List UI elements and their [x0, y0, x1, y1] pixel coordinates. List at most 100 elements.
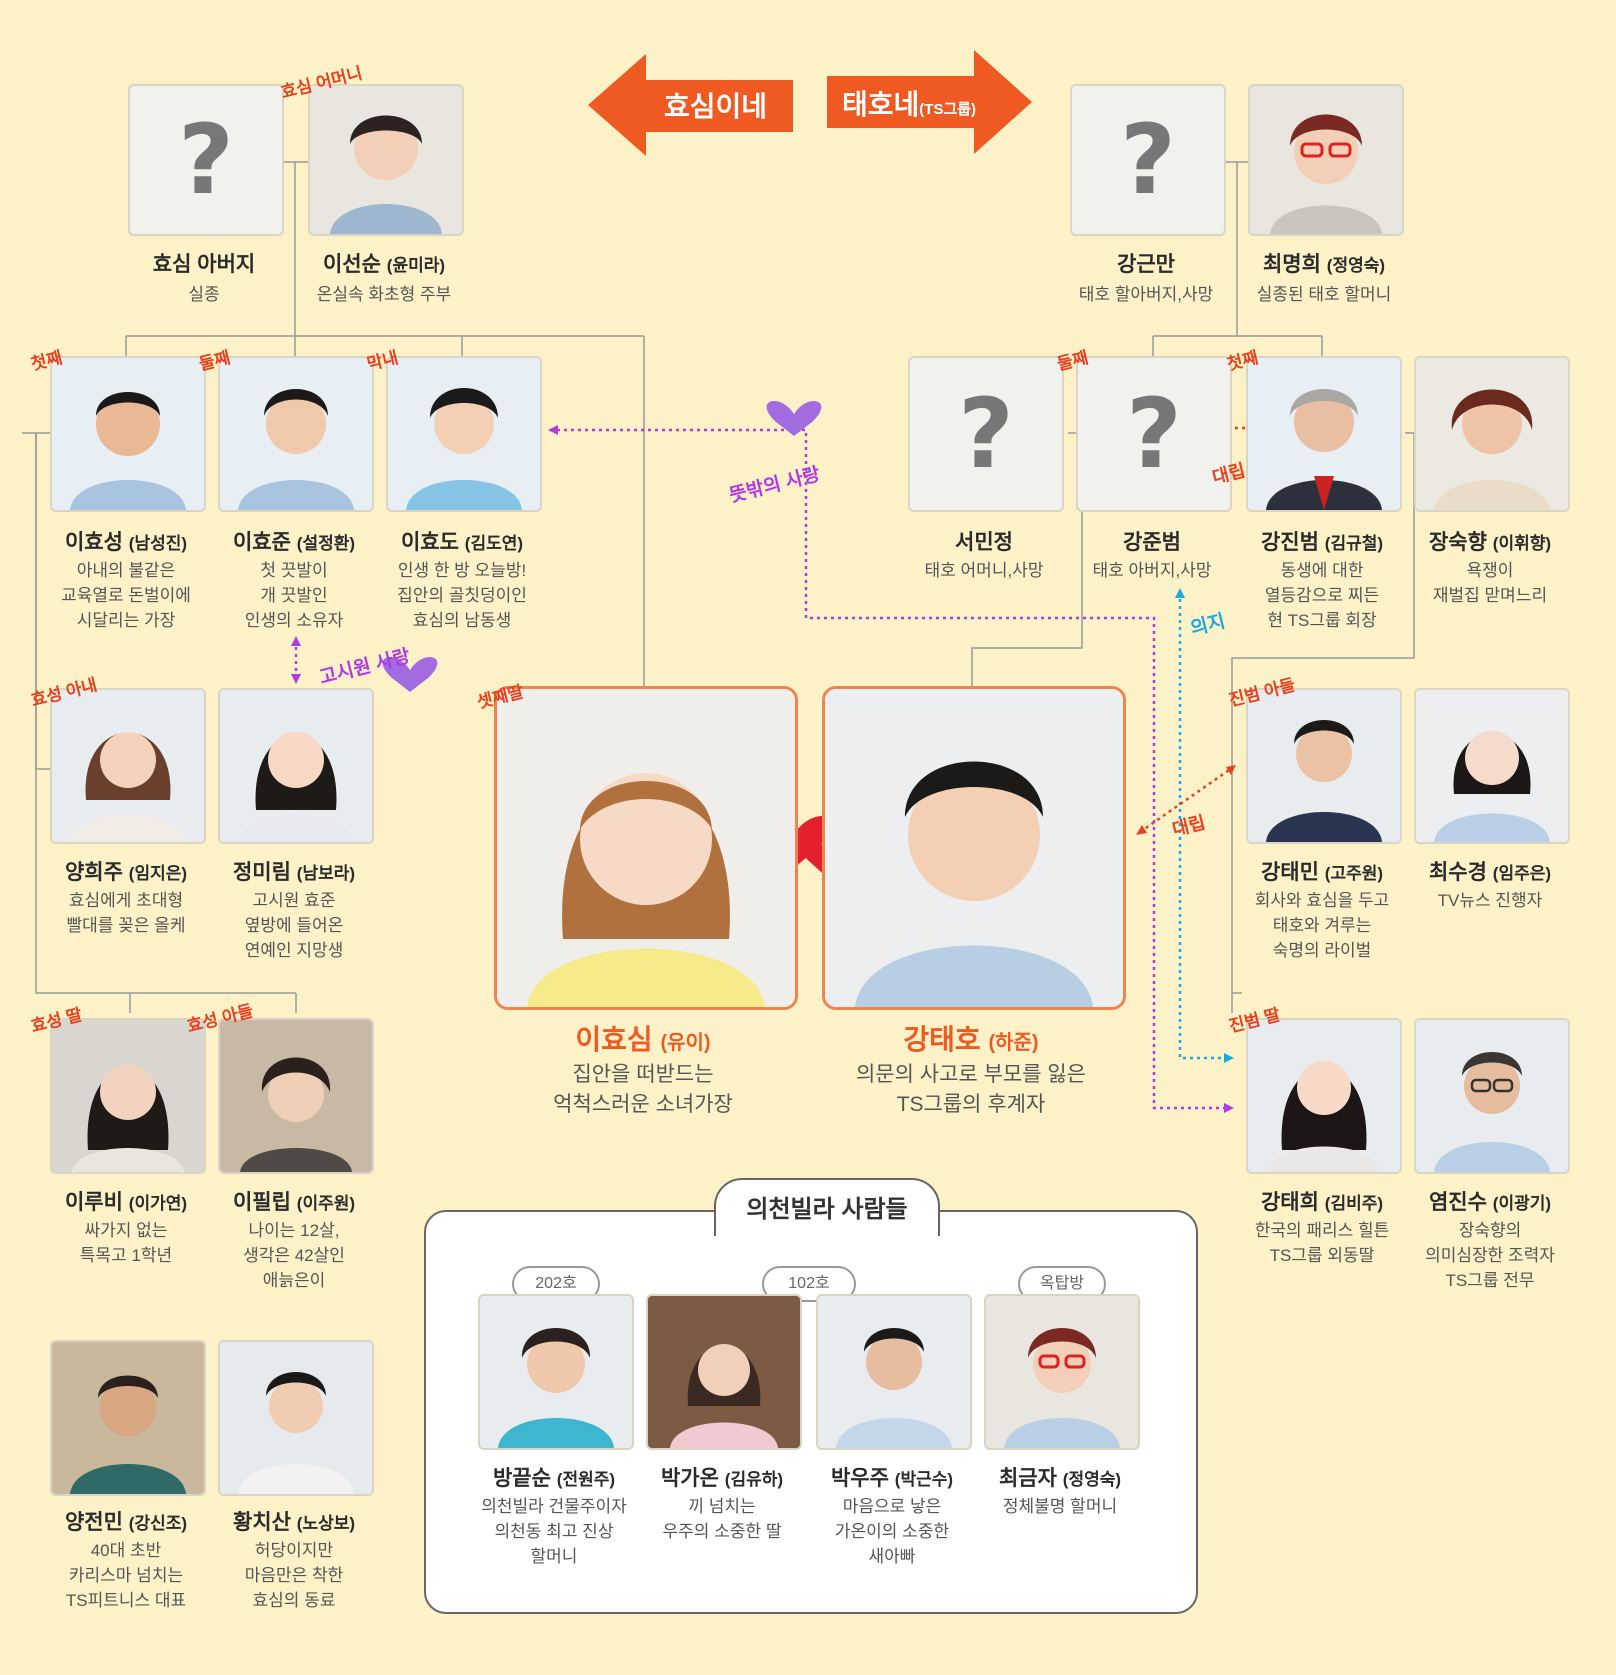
person-portrait-icon: [310, 86, 462, 234]
park-uju-photo: [816, 1294, 972, 1450]
heart-icon: [382, 656, 438, 692]
person-portrait-icon: [1248, 358, 1400, 510]
kang-taeho-photo: [822, 686, 1126, 1010]
lee-hyosim-photo: [494, 686, 798, 1010]
villa-title: 의천빌라 사람들: [714, 1178, 940, 1236]
park-uju-name: 박우주 (박근수): [830, 1467, 954, 1490]
left-family-label: 효심이네: [664, 91, 768, 122]
kang-junbeom-desc: 태호 아버지,사망: [1092, 561, 1212, 580]
person-portrait-icon: [1248, 690, 1400, 842]
hwang-chisan-photo: [218, 1340, 374, 1496]
person-portrait-icon: [818, 1296, 970, 1448]
person-portrait-icon: [52, 358, 204, 510]
person-portrait-icon: [480, 1296, 632, 1448]
yeom-jinsu-name: 염진수 (이광기): [1428, 1191, 1552, 1214]
person-portrait-icon: [825, 689, 1123, 1007]
lee-seonsun-photo: [308, 84, 464, 236]
kang-geunman-desc: 태호 할아버지,사망: [1078, 285, 1214, 304]
yang-heeju-photo: [50, 688, 206, 844]
person-portrait-icon: [220, 358, 372, 510]
choi-sugyeong-photo: [1414, 688, 1570, 844]
person-portrait-icon: [1248, 1020, 1400, 1172]
choi-myeonghui-name: 최명희 (정영숙): [1262, 253, 1386, 276]
lee-pillip-name: 이필립 (이주원): [232, 1191, 356, 1214]
jeong-mirim-name: 정미림 (남보라): [232, 861, 356, 884]
person-portrait-icon: [1416, 358, 1568, 510]
right-family-banner: 태호네(TS그룹): [822, 46, 1032, 158]
left-arrow-icon: [588, 54, 793, 156]
person-portrait-icon: [220, 690, 372, 842]
lee-hyodo-name: 이효도 (김도연): [400, 531, 524, 554]
seo-minjeong-name: 서민정: [955, 531, 1013, 554]
person-portrait-icon: [1250, 86, 1402, 234]
kang-geunman-name: 강근만: [1117, 253, 1175, 276]
kang-jinbeom-photo: [1246, 356, 1402, 512]
question-mark-icon: ?: [1120, 104, 1176, 216]
bang-kkeutsun-photo: [478, 1294, 634, 1450]
kang-taehui-name: 강태희 (김비주): [1260, 1191, 1384, 1214]
kang-junbeom-name: 강준범: [1123, 531, 1181, 554]
hyosim-father-desc: 실종: [188, 285, 220, 304]
jeong-mirim-photo: [218, 688, 374, 844]
question-mark-icon: ?: [1126, 378, 1182, 490]
kang-taeho-name: 강태호 (하준): [903, 1024, 1039, 1055]
choi-myeonghui-photo: [1248, 84, 1404, 236]
person-portrait-icon: [388, 358, 540, 510]
yang-jeonmin-name: 양전민 (강신조): [64, 1511, 188, 1534]
lee-pillip-photo: [218, 1018, 374, 1174]
kang-geunman-photo: ?: [1070, 84, 1226, 236]
hyosim-father-photo: ?: [128, 84, 284, 236]
yang-jeonmin-photo: [50, 1340, 206, 1496]
choi-sugyeong-desc: TV뉴스 진행자: [1437, 891, 1543, 910]
lee-hyoseong-photo: [50, 356, 206, 512]
lee-rubi-name: 이루비 (이가연): [64, 1191, 188, 1214]
lee-hyojun-name: 이효준 (설정환): [232, 531, 356, 554]
lee-seonsun-name: 이선순 (윤미라): [322, 253, 446, 276]
park-gaon-name: 박가온 (김유하): [660, 1467, 784, 1490]
lee-rubi-photo: [50, 1018, 206, 1174]
kang-jinbeom-name: 강진범 (김규철): [1260, 531, 1384, 554]
choi-sugyeong-name: 최수경 (임주은): [1428, 861, 1552, 884]
choi-myeonghui-desc: 실종된 태호 할머니: [1256, 285, 1392, 304]
person-portrait-icon: [497, 689, 795, 1007]
lee-seonsun-desc: 온실속 화초형 주부: [316, 285, 452, 304]
yang-heeju-name: 양희주 (임지은): [64, 861, 188, 884]
person-portrait-icon: [648, 1296, 800, 1448]
lee-hyoseong-name: 이효성 (남성진): [64, 531, 188, 554]
lee-hyosim-name: 이효심 (유이): [575, 1024, 711, 1055]
right-family-label: 태호네(TS그룹): [842, 89, 977, 120]
person-portrait-icon: [220, 1020, 372, 1172]
choi-geumja-desc: 정체불명 할머니: [1002, 1497, 1118, 1516]
bang-kkeutsun-name: 방끝순 (전원주): [492, 1467, 616, 1490]
kang-taemin-photo: [1246, 688, 1402, 844]
person-portrait-icon: [52, 1342, 204, 1494]
choi-geumja-photo: [984, 1294, 1140, 1450]
kang-taemin-name: 강태민 (고주원): [1260, 861, 1384, 884]
person-portrait-icon: [1416, 1020, 1568, 1172]
question-mark-icon: ?: [958, 378, 1014, 490]
left-family-banner: 효심이네: [588, 50, 798, 160]
lee-hyodo-photo: [386, 356, 542, 512]
right-arrow-icon: [827, 50, 1032, 154]
person-portrait-icon: [986, 1296, 1138, 1448]
hyosim-father-name: 효심 아버지: [152, 253, 256, 276]
kang-junbeom-photo: ?: [1076, 356, 1232, 512]
heart-icon: [766, 400, 822, 436]
